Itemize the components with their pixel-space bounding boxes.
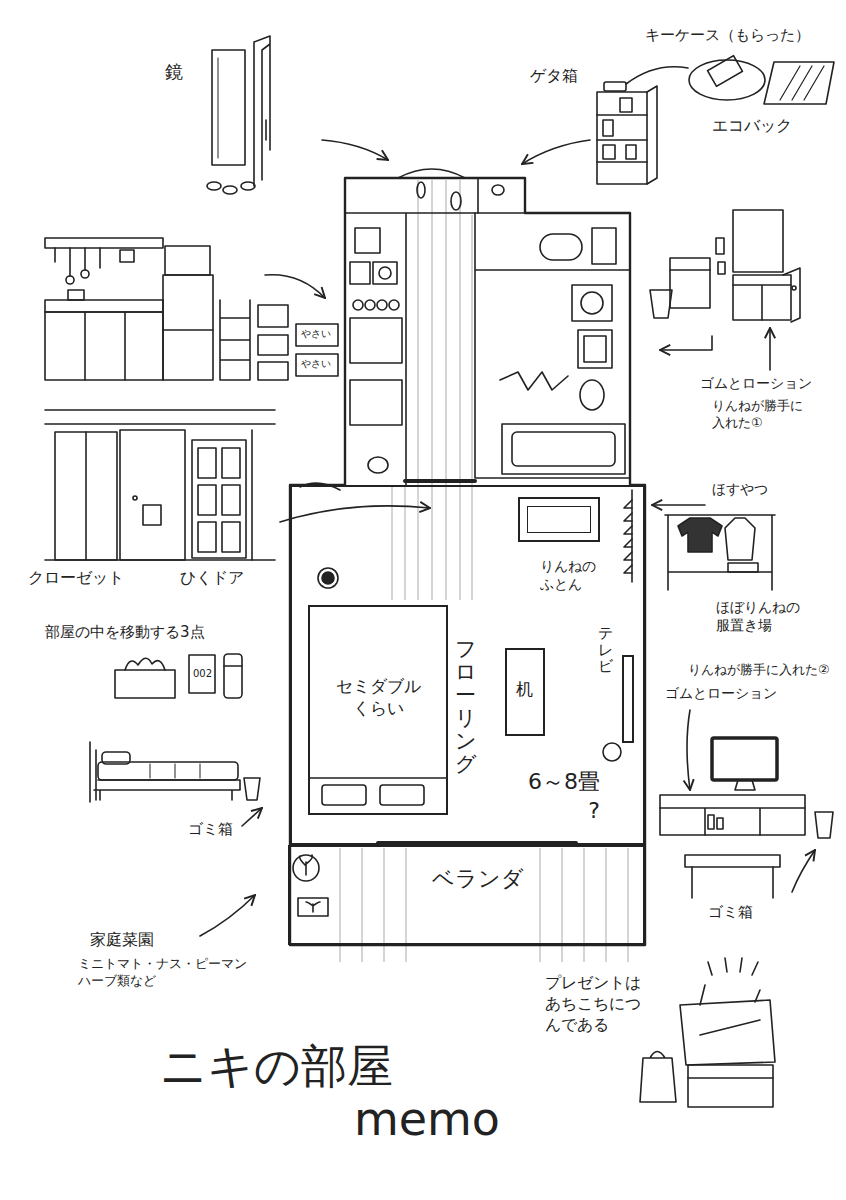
door-label: ひくドア (180, 568, 244, 589)
futon-box: りんねのふとん (518, 495, 618, 603)
shape-outline (527, 506, 591, 533)
note-label: りんねが勝手に入れた① (712, 398, 812, 432)
presents-sketch (640, 958, 775, 1107)
box-number: 002 (193, 667, 212, 680)
trash-label: ゴミ箱 (188, 820, 233, 840)
hanger-label: ほすやつ (712, 480, 768, 498)
washroom-sketch (650, 210, 800, 322)
shape-outline (622, 655, 634, 743)
items-label: 部屋の中を移動する3点 (45, 623, 205, 643)
leader-arrows (200, 140, 815, 936)
trash-label: ゴミ箱 (708, 903, 753, 923)
room-floor: フローリング 6～8畳 ? セミダブル くらい 机 りんねのふとんテレビ (290, 485, 645, 845)
futon-label: りんねのふとん (540, 557, 604, 593)
tv-box: テレビ (598, 625, 638, 745)
key-case-label: キーケース（もらった） (645, 26, 810, 46)
mirror-label: 鏡 (165, 60, 183, 83)
box-label: やさい (301, 357, 331, 370)
garden-note: ミニトマト・ナス・ピーマン ハーブ類など (78, 956, 258, 990)
note-label: ゴムとローション (700, 374, 812, 392)
floor-plan (290, 169, 645, 945)
note-label: ゴムとローション (665, 684, 777, 702)
shoe-box-sketch (597, 56, 834, 184)
bed-box: セミダブル くらい (308, 605, 448, 815)
closet-door-sketch (45, 410, 275, 560)
floor-label: フローリング (455, 638, 476, 777)
shoe-box-label: ゲタ箱 (530, 66, 578, 87)
tv-sketch (660, 738, 833, 898)
closet-label: クローゼット (28, 568, 124, 589)
desk-label: 机 (516, 678, 533, 700)
box-label: やさい (301, 327, 331, 340)
shape-outline (518, 497, 600, 542)
presents-note: プレゼントはあちこちにつんである (545, 973, 645, 1035)
kitchen-sketch (45, 238, 338, 380)
garden-label: 家庭菜園 (90, 930, 154, 951)
eco-bag-label: エコバック (712, 116, 792, 137)
room-size: 6～8畳 ? (500, 768, 600, 825)
bed-label: セミダブル くらい (333, 675, 423, 719)
clothes-label: ほぼりんねの服置き場 (716, 598, 811, 634)
mirror-sketch (207, 36, 270, 194)
veranda-label: ベランダ (432, 865, 524, 894)
hanger-rack-sketch (665, 515, 775, 590)
bed-sketch (90, 742, 260, 802)
page-title: ニキの部屋 memo (160, 1040, 500, 1146)
tv-label: テレビ (598, 625, 613, 675)
veranda-band: ベランダ (288, 845, 645, 945)
note-label: りんねが勝手に入れた② (688, 662, 830, 679)
desk-box: 机 (505, 648, 545, 736)
moving-items-sketch (115, 654, 242, 698)
